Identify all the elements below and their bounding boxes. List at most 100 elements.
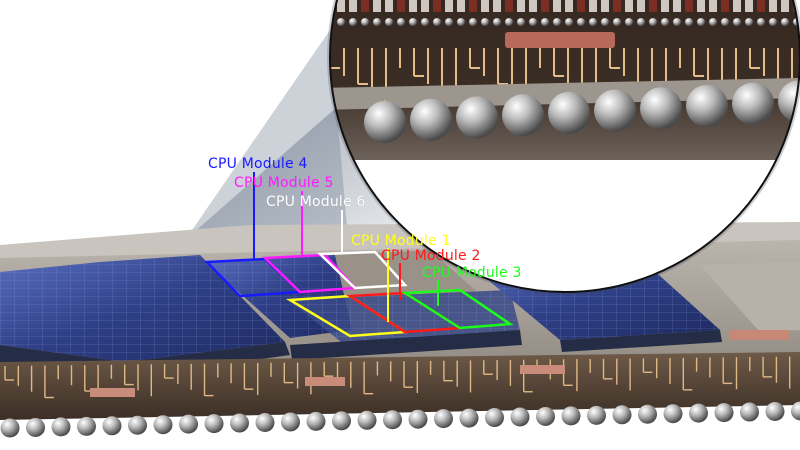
- right-substrate-area: [700, 262, 800, 332]
- solder-ball: [26, 417, 45, 437]
- solder-ball: [179, 414, 198, 434]
- zoom-component: [409, 0, 417, 12]
- zoom-micro-bump: [385, 18, 393, 26]
- zoom-component: [421, 0, 429, 12]
- solder-ball: [663, 404, 683, 424]
- zoom-solder-ball: [732, 82, 774, 125]
- solder-ball: [128, 415, 147, 435]
- zoom-micro-bump: [469, 18, 477, 26]
- zoom-component: [397, 0, 405, 12]
- solder-ball: [510, 407, 530, 427]
- zoom-micro-bump: [685, 18, 693, 26]
- zoom-micro-bump: [373, 18, 381, 26]
- solder-ball-row: [0, 401, 800, 438]
- solder-ball: [587, 405, 606, 425]
- zoom-micro-bump: [409, 18, 417, 26]
- solder-ball: [153, 415, 173, 435]
- zoom-micro-bump: [397, 18, 405, 26]
- solder-ball: [230, 413, 249, 433]
- zoom-micro-bump: [601, 18, 609, 26]
- magnifier-outline: [329, 0, 800, 293]
- zoom-component: [469, 0, 477, 12]
- zoom-micro-bump: [457, 18, 465, 26]
- solder-ball: [765, 402, 785, 421]
- right-contact-pad: [730, 330, 790, 340]
- module-6-label: CPU Module 6: [266, 194, 366, 210]
- zoom-micro-bump: [721, 18, 729, 26]
- zoom-component: [637, 0, 645, 12]
- zoom-micro-bump: [697, 18, 705, 26]
- zoom-micro-bump: [361, 18, 369, 26]
- zoom-solder-ball: [364, 101, 406, 143]
- solder-ball: [0, 418, 20, 438]
- zoom-component: [433, 0, 441, 12]
- zoom-component: [685, 0, 693, 12]
- solder-ball: [434, 409, 453, 429]
- solder-ball: [77, 416, 96, 436]
- zoom-micro-bump: [613, 18, 621, 26]
- zoom-component: [541, 0, 549, 12]
- center-front-grid: [288, 290, 520, 345]
- solder-ball: [791, 401, 800, 421]
- solder-ball: [51, 417, 71, 437]
- solder-ball: [485, 408, 504, 428]
- zoom-component: [493, 0, 501, 12]
- module-6-outline: [317, 250, 408, 290]
- zoom-component: [337, 0, 345, 12]
- zoom-component: [733, 0, 741, 12]
- solder-ball: [357, 410, 377, 430]
- zoom-micro-bump: [553, 18, 561, 26]
- zoom-component: [577, 0, 585, 12]
- zoom-component: [709, 0, 717, 12]
- zoom-micro-bump: [781, 18, 789, 26]
- zoom-micro-bump: [517, 18, 525, 26]
- solder-ball: [689, 403, 708, 423]
- module-4-label: CPU Module 4: [208, 156, 308, 172]
- zoom-component: [481, 0, 489, 12]
- zoom-component: [661, 0, 669, 12]
- solder-ball: [332, 411, 351, 431]
- module-1-label: CPU Module 1: [351, 233, 451, 249]
- zoom-solder-ball: [548, 91, 590, 134]
- zoom-micro-bump: [733, 18, 741, 26]
- module-3-outline: [401, 288, 514, 330]
- solder-ball: [281, 412, 300, 432]
- zoom-component: [625, 0, 633, 12]
- zoom-component: [553, 0, 561, 12]
- solder-ball: [638, 404, 657, 424]
- zoom-micro-bump: [745, 18, 753, 26]
- zoom-component: [505, 0, 513, 12]
- zoom-component: [457, 0, 465, 12]
- solder-ball: [536, 406, 555, 426]
- zoom-micro-bump: [577, 18, 585, 26]
- zoom-component: [565, 0, 573, 12]
- circuit-traces: [4, 356, 791, 399]
- zoom-micro-bump: [565, 18, 573, 26]
- zoom-component: [613, 0, 621, 12]
- zoom-component: [745, 0, 753, 12]
- solder-ball: [612, 405, 632, 425]
- zoom-component: [589, 0, 597, 12]
- magnifier-cone-inner: [170, 30, 350, 262]
- contact-pad: [90, 388, 135, 397]
- substrate-front-side: [0, 352, 800, 420]
- module-outlines: [204, 172, 514, 338]
- zoom-component: [361, 0, 369, 12]
- zoom-micro-bump: [637, 18, 645, 26]
- contact-pad: [305, 377, 345, 386]
- contact-pad: [520, 365, 565, 374]
- zoom-micro-bump: [481, 18, 489, 26]
- solder-ball: [740, 402, 759, 422]
- center-chip-side: [290, 330, 522, 360]
- solder-ball: [204, 414, 224, 434]
- zoom-component: [769, 0, 777, 12]
- solder-ball: [306, 411, 326, 431]
- zoom-component: [601, 0, 609, 12]
- zoom-micro-bump: [673, 18, 681, 26]
- zoom-micro-bump: [541, 18, 549, 26]
- zoom-solder-ball: [640, 87, 682, 130]
- zoom-top-components: [330, 0, 800, 26]
- zoom-micro-bump: [589, 18, 597, 26]
- zoom-micro-bump: [337, 18, 345, 26]
